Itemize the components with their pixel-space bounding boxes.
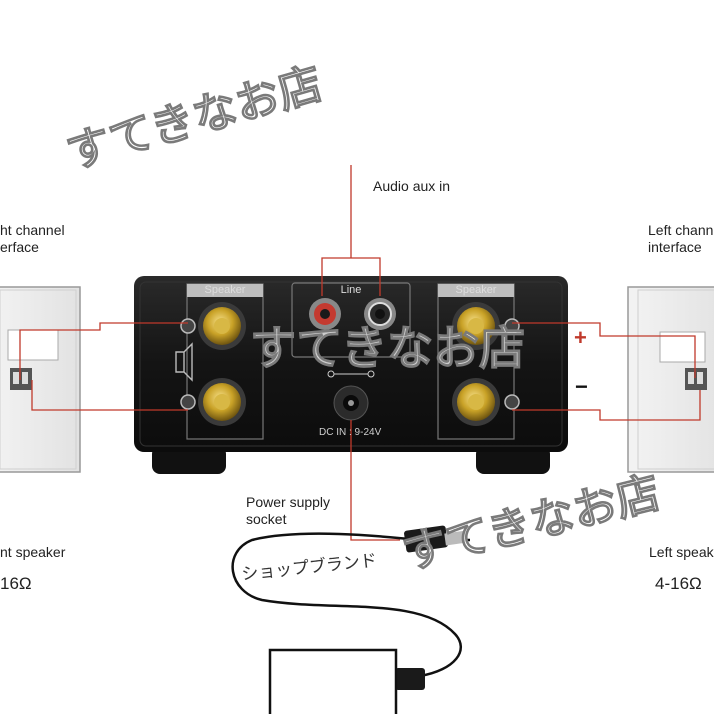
right-speaker-label: nt speaker: [0, 544, 66, 560]
plus-marker: +: [574, 325, 587, 350]
amp-foot-right: [476, 446, 550, 474]
watermark-center: すてきなお店: [249, 320, 526, 375]
power-supply-socket-label: Power supply socket: [246, 494, 331, 527]
power-adapter: [268, 648, 398, 714]
dc-power-socket: [327, 370, 375, 421]
right-speaker-cabinet: [627, 286, 714, 473]
speaker-left-panel-label: Speaker: [204, 284, 246, 296]
audio-aux-in-label: Audio aux in: [373, 178, 451, 194]
minus-marker: −: [575, 374, 588, 399]
left-speaker-cabinet: [0, 286, 81, 473]
dc-in-label: DC IN : 9-24V: [319, 427, 382, 438]
left-speaker-terminal-panel: [175, 283, 264, 440]
right-channel-interface-label: ht channel erface: [0, 222, 65, 255]
amp-foot-left: [152, 446, 226, 474]
right-impedance-label: 16Ω: [0, 574, 32, 593]
power-cable: [231, 525, 470, 690]
line-panel-label: Line: [340, 284, 362, 296]
right-speaker-terminal-panel: [437, 283, 520, 440]
line-input-panel: [291, 282, 411, 358]
left-impedance-label: 4-16Ω: [655, 574, 702, 593]
left-channel-interface-label: Left chann interface: [648, 222, 714, 255]
left-speaker-label: Left speak: [649, 544, 714, 560]
connection-wires: [19, 165, 701, 541]
speaker-right-panel-label: Speaker: [455, 284, 497, 296]
